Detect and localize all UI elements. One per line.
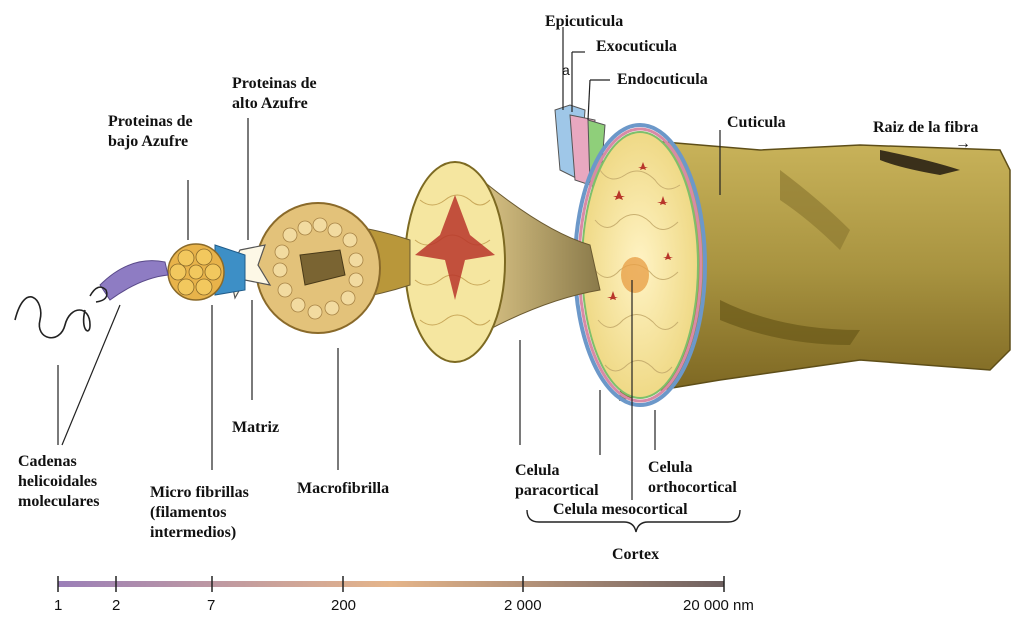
label-celula-ortocortical: Celula orthocortical	[648, 458, 737, 498]
label-a-marker: a	[562, 62, 570, 78]
label-proteinas-alto-azufre: Proteinas de alto Azufre	[232, 74, 317, 114]
label-proteinas-bajo-azufre: Proteinas de bajo Azufre	[108, 112, 193, 152]
raiz-arrow-icon: →	[955, 134, 971, 154]
macrofibril-bundle	[256, 203, 380, 333]
scale-tick-7: 7	[207, 597, 215, 614]
label-micro-fibrillas: Micro fibrillas (filamentos intermedios)	[150, 483, 249, 543]
label-celula-mesocortical: Celula mesocortical	[553, 500, 688, 520]
label-cadenas-helicoidales: Cadenas helicoidales moleculares	[18, 452, 99, 512]
scale-tick-2: 2	[112, 597, 120, 614]
scale-tick-1: 1	[54, 597, 62, 614]
label-cuticula: Cuticula	[727, 113, 786, 133]
microfibril-bundle	[168, 244, 224, 300]
label-epicuticula: Epicuticula	[545, 12, 623, 32]
scale-tick-200: 200	[331, 597, 356, 614]
macrofibril-section	[405, 162, 505, 362]
scale-bar	[58, 576, 724, 592]
label-macrofibrilla: Macrofibrilla	[297, 479, 389, 499]
label-endocuticula: Endocuticula	[617, 70, 708, 90]
label-cortex: Cortex	[612, 545, 659, 565]
label-celula-paracortical: Celula paracortical	[515, 461, 599, 501]
scale-tick-20000: 20 000 nm	[683, 597, 754, 614]
label-exocuticula: Exocuticula	[596, 37, 677, 57]
label-matriz: Matriz	[232, 418, 279, 438]
scale-tick-2000: 2 000	[504, 597, 542, 614]
helical-chains	[15, 261, 168, 338]
